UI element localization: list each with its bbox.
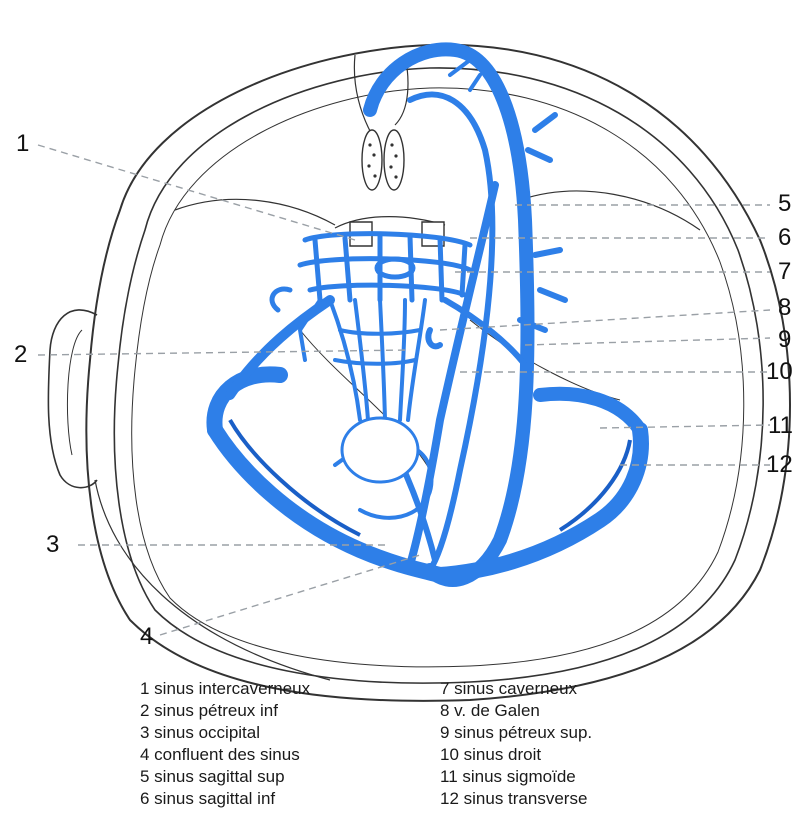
venous-sinuses [214, 49, 640, 580]
label-2: 2 [14, 343, 27, 367]
label-12: 12 [766, 453, 793, 477]
label-9: 9 [778, 328, 791, 352]
legend-right: 7 sinus caverneux 8 v. de Galen 9 sinus … [440, 678, 592, 810]
label-8: 8 [778, 296, 791, 320]
legend-item: 11 sinus sigmoïde [440, 766, 592, 788]
legend-item: 5 sinus sagittal sup [140, 766, 310, 788]
label-10: 10 [766, 360, 793, 384]
label-4: 4 [140, 625, 153, 649]
legend-left: 1 sinus intercaverneux 2 sinus pétreux i… [140, 678, 310, 810]
legend-item: 10 sinus droit [440, 744, 592, 766]
legend-item: 8 v. de Galen [440, 700, 592, 722]
legend-item: 3 sinus occipital [140, 722, 310, 744]
label-5: 5 [778, 192, 791, 216]
label-6: 6 [778, 226, 791, 250]
legend-item: 1 sinus intercaverneux [140, 678, 310, 700]
label-11: 11 [768, 414, 793, 438]
label-7: 7 [778, 260, 791, 284]
legend-item: 4 confluent des sinus [140, 744, 310, 766]
legend-item: 6 sinus sagittal inf [140, 788, 310, 810]
legend-item: 9 sinus pétreux sup. [440, 722, 592, 744]
label-1: 1 [16, 132, 29, 156]
olfactory-bulbs [362, 130, 404, 190]
legend-item: 12 sinus transverse [440, 788, 592, 810]
label-3: 3 [46, 533, 59, 557]
legend-item: 2 sinus pétreux inf [140, 700, 310, 722]
legend-item: 7 sinus caverneux [440, 678, 592, 700]
skull-outline [48, 45, 790, 701]
foramen-magnum [342, 418, 418, 482]
